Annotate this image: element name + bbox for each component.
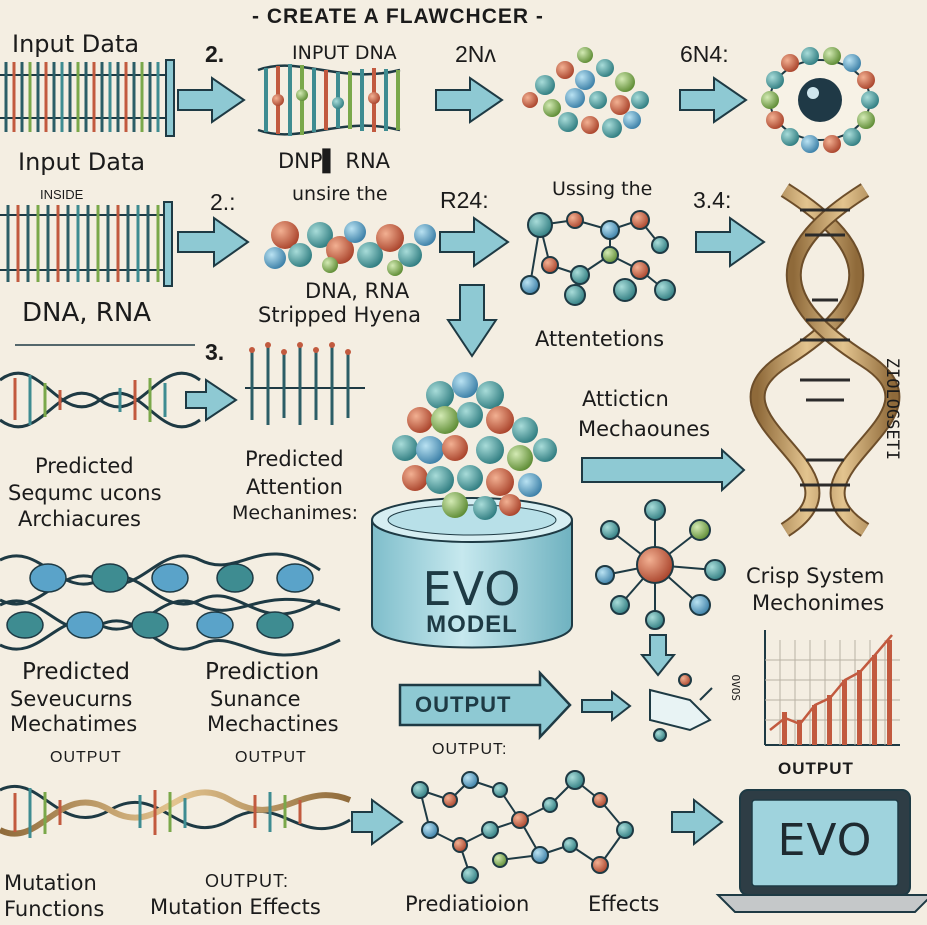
evo-model-title: EVO [422, 562, 522, 616]
label-vertical-code: ZIOLOGSETI [882, 357, 903, 461]
dna-ladder-input [257, 64, 401, 136]
label-dna-rna-left: DNA, RNA [22, 298, 152, 328]
label-attiaction: Atticticn [582, 387, 669, 411]
arrow-r2-2 [439, 216, 510, 268]
label-mutation-effects: Mutation Effects [150, 895, 321, 919]
label-step-2na: 2Nʌ [455, 41, 496, 67]
label-mechactines-b: Mechactines [207, 712, 339, 736]
arrow-r5-2 [671, 797, 724, 847]
double-helix-tall [749, 183, 901, 537]
molecule-network-effects [411, 770, 634, 884]
label-dna-rna-mid: DNA, RNA [305, 279, 410, 303]
label-output-c: OUTPUT: [432, 741, 508, 758]
protein-cluster-1 [522, 47, 649, 138]
arrow-down-to-evo [446, 284, 498, 358]
label-mechatimes-a: Mechatimes [10, 712, 138, 736]
arrow-r3-2 [581, 447, 746, 493]
label-step-6n4: 6N4: [680, 41, 729, 67]
helix-bead-strand-b [0, 597, 341, 657]
label-mutation: Mutation [4, 871, 97, 895]
evo-model-cylinder [371, 497, 573, 649]
label-attention: Attention [246, 475, 343, 499]
barcode-dna-row1 [0, 59, 175, 137]
page-title: - CREATE A FLAWCHCER - [252, 5, 544, 28]
lab-flask-sketch [649, 673, 713, 742]
label-input-data-bottom: Input Data [18, 148, 146, 176]
arrow-r4-thin [581, 689, 632, 723]
output-arrow-label: OUTPUT [415, 692, 512, 717]
label-output-b: OUTPUT [235, 749, 307, 766]
label-unsire-the: unsire the [292, 183, 388, 205]
laptop-screen-evo: EVO [777, 815, 873, 866]
label-functions: Functions [4, 897, 105, 921]
label-step-3: 3. [205, 339, 225, 365]
protein-cluster-evo [392, 372, 557, 520]
arrow-r2-1 [177, 216, 250, 268]
barcode-dna-row2 [0, 201, 173, 287]
label-step-2b: 2.: [210, 189, 236, 215]
label-step-34: 3.4: [693, 187, 732, 213]
output-chart-label: OUTPUT [778, 759, 854, 778]
crisp-network-star [595, 499, 726, 630]
label-sunance: Sunance [210, 687, 301, 711]
arrow-r2-3 [695, 216, 766, 268]
label-seveucurns: Seveucurns [10, 687, 133, 711]
label-output-d: OUTPUT: [205, 871, 290, 891]
output-arrow-shape [398, 669, 572, 741]
label-prediction: Prediction [205, 659, 320, 685]
label-r24: R24: [440, 187, 489, 213]
eye-bead-ring [761, 47, 879, 153]
helix-horizontal-row3 [0, 371, 201, 429]
label-crisp-system: Crisp System [746, 564, 885, 588]
label-step-2: 2. [205, 41, 225, 67]
label-predicted-a: Predicted [35, 454, 134, 478]
attention-ladder [245, 342, 365, 425]
label-stripped-hyena: Stripped Hyena [258, 303, 421, 327]
label-attentetions: Attentetions [535, 327, 665, 351]
molecule-chain-stripped-hyena [264, 221, 436, 276]
label-dnp-rna: DNP▌ RNA [278, 149, 391, 173]
label-predicted-c: Predicted [22, 659, 130, 685]
label-mechanimes: Mechanimes: [232, 502, 359, 524]
label-output-a: OUTPUT [50, 749, 122, 766]
label-inside: INSIDE [40, 187, 84, 202]
arrow-r5-1 [351, 798, 404, 846]
molecule-network-attention [520, 210, 676, 306]
label-mechaounes: Mechaounes [578, 417, 711, 441]
laptop-evo [715, 789, 927, 913]
label-prediatioion: Prediatioion [405, 892, 530, 916]
label-using-the: Ussing the [552, 178, 653, 200]
label-predicted-b: Predicted [245, 447, 344, 471]
label-input-dna: INPUT DNA [292, 42, 397, 64]
label-effects: Effects [588, 892, 660, 916]
output-line-chart [764, 630, 900, 746]
evo-model-subtitle: MODEL [426, 611, 518, 638]
arrow-r3-1 [185, 378, 238, 422]
helix-horizontal-row5 [0, 784, 352, 838]
label-archiacures: Archiacures [18, 507, 141, 531]
label-mechonimes: Mechonimes [752, 591, 885, 615]
arrow-r1-3 [679, 76, 748, 124]
chart-axis-label: OVOS [729, 674, 743, 702]
arrow-r1-2 [435, 76, 504, 124]
label-input-data-top: Input Data [12, 30, 140, 58]
arrow-down-small [639, 634, 677, 677]
helix-bead-strand-a [0, 552, 321, 616]
arrow-r1-1 [177, 76, 246, 124]
label-sequme-ucons: Sequmc ucons [8, 481, 162, 505]
